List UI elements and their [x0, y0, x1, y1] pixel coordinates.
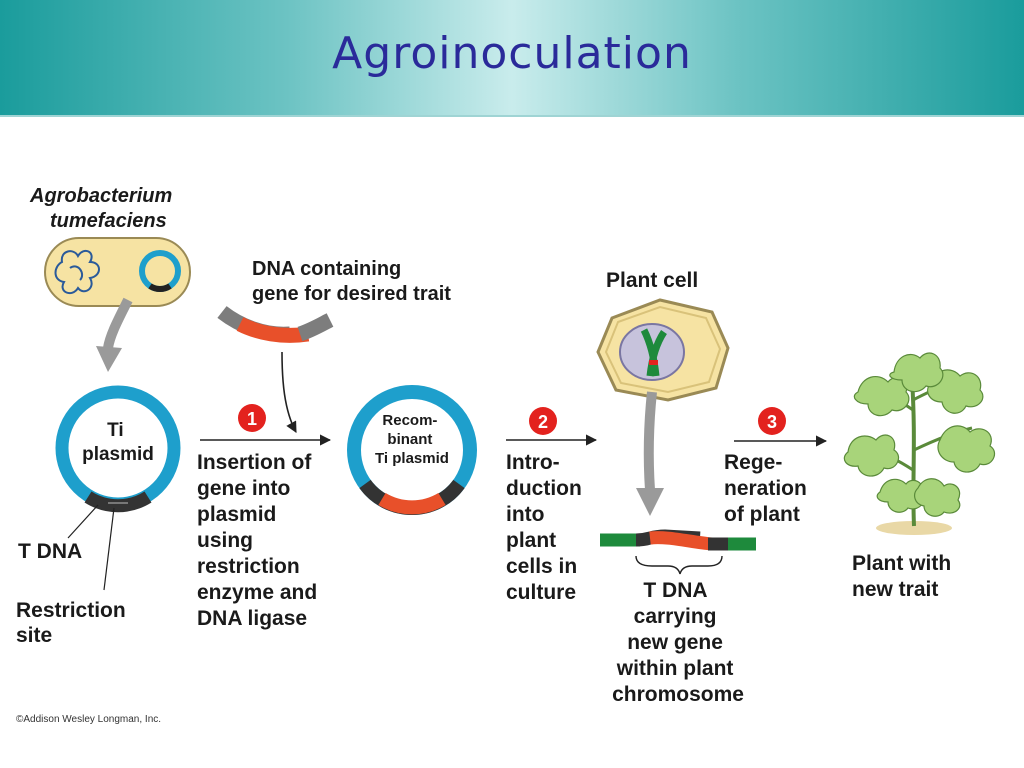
extract-arrow: [96, 297, 133, 372]
plant-with-new-trait: [843, 352, 995, 535]
step1-text-line: Insertion of: [197, 451, 312, 474]
plant-chromosome: [600, 529, 756, 551]
recombinant-label-line: Ti plasmid: [375, 450, 449, 467]
step3-marker: [758, 407, 786, 435]
restriction-site-label: Restriction site: [16, 599, 132, 647]
step1-text: Insertion of gene into plasmid using res…: [197, 451, 323, 630]
step2-text-line: culture: [506, 581, 576, 604]
step3-text: Rege- neration of plant: [724, 451, 813, 526]
plant-cell: [596, 298, 730, 402]
slide-title: Agroinoculation: [332, 28, 692, 79]
recombinant-plasmid: [347, 385, 477, 516]
restriction-site-label-line: site: [16, 624, 52, 647]
step1-number: 1: [247, 409, 257, 429]
plant-label-line: new trait: [852, 578, 938, 601]
ti-plasmid-label-line: Ti: [107, 420, 124, 441]
title-banner: [0, 0, 1024, 115]
transfer-arrow: [636, 391, 664, 516]
insert-arrow: [281, 351, 297, 433]
bacterium-label: Agrobacterium tumefaciens: [29, 185, 178, 232]
step1-text-line: enzyme and: [197, 581, 317, 604]
plant-label-line: Plant with: [852, 552, 951, 575]
copyright-notice: ©Addison Wesley Longman, Inc.: [16, 714, 161, 725]
plant-cell-label: Plant cell: [606, 269, 698, 292]
step2-text-line: into: [506, 503, 544, 526]
ti-plasmid-label-line: plasmid: [82, 444, 154, 465]
step1-text-line: plasmid: [197, 503, 276, 526]
ti-plasmid: [55, 385, 181, 513]
t-dna-chromosome-label-line: within plant: [616, 657, 734, 680]
restriction-site-label-line: Restriction: [16, 599, 126, 622]
plant-label: Plant with new trait: [852, 552, 957, 601]
step2-marker: [529, 407, 557, 435]
t-dna-chromosome-label-line: T DNA: [643, 579, 707, 602]
step2-text-line: Intro-: [506, 451, 560, 474]
step2-text: Intro- duction into plant cells in cultu…: [506, 451, 588, 604]
t-dna-label: T DNA: [18, 540, 82, 563]
t-dna-chromosome-label-line: chromosome: [612, 683, 744, 706]
step3-text-line: Rege-: [724, 451, 782, 474]
step2-text-line: duction: [506, 477, 582, 500]
step2-number: 2: [538, 412, 548, 432]
bacterium-label-line: Agrobacterium: [29, 185, 172, 207]
step1-marker: [238, 404, 266, 432]
step2-text-line: cells in: [506, 555, 577, 578]
step1-text-line: DNA ligase: [197, 607, 307, 630]
step3-text-line: of plant: [724, 503, 800, 526]
restriction-site-pointer: [103, 507, 115, 591]
dna-label-line: gene for desired trait: [252, 283, 451, 305]
step2-text-line: plant: [506, 529, 556, 552]
dna-fragment: [217, 305, 334, 343]
t-dna-chromosome-label: T DNA carrying new gene within plant chr…: [612, 579, 744, 706]
step1-text-line: restriction: [197, 555, 300, 578]
dna-label: DNA containing gene for desired trait: [252, 258, 451, 305]
bacterium-label-line: tumefaciens: [50, 210, 167, 232]
t-dna-pointer: [67, 504, 99, 539]
step3-number: 3: [767, 412, 777, 432]
t-dna-chromosome-label-line: carrying: [634, 605, 717, 628]
recombinant-label-line: binant: [387, 431, 432, 448]
agrobacterium-cell: [44, 237, 191, 307]
step3-text-line: neration: [724, 477, 807, 500]
t-dna-brace: [635, 555, 723, 575]
step1-text-line: gene into: [197, 477, 290, 500]
recombinant-label: Recom- binant Ti plasmid: [375, 412, 449, 467]
recombinant-label-line: Recom-: [382, 412, 437, 429]
title-divider: [0, 115, 1024, 117]
step1-text-line: using: [197, 529, 253, 552]
ti-plasmid-label: Ti plasmid: [82, 420, 154, 465]
t-dna-chromosome-label-line: new gene: [627, 631, 723, 654]
dna-label-line: DNA containing: [252, 258, 401, 280]
